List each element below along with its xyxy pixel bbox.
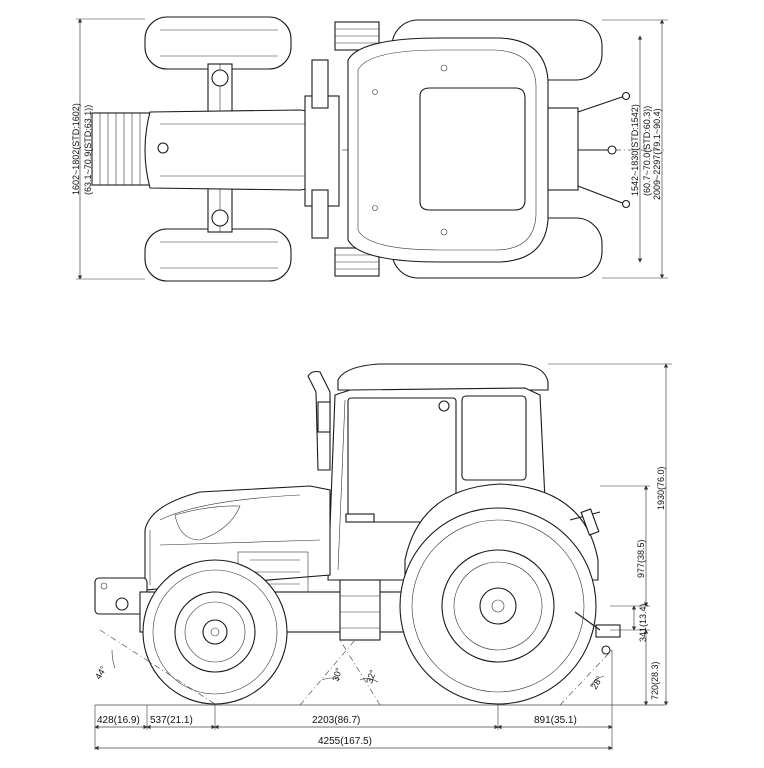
side-view: 44° 30° 32° 28° 1930(76.0) 977(38.5) 341… [93, 363, 672, 751]
angle-front-label: 44° [93, 664, 109, 681]
rear-hitch-side [569, 508, 621, 655]
rear-wheel-side [399, 507, 597, 705]
front-left-wheel-top [144, 16, 292, 70]
overall-length-label: 4255(167.5) [318, 736, 372, 747]
angle-mid-left-label: 30° [330, 666, 344, 682]
ground-clearance-label: 720(28.3) [650, 661, 660, 700]
rear-track-label: 1542~1830(STD:1542) [630, 104, 640, 196]
rear-track-inch-label: (60.7~70.0(STD:60.3)) [642, 106, 652, 196]
drawbar-height-label: 341(13.4) [638, 603, 648, 642]
front-axle-offset-label: 537(21.1) [150, 715, 193, 726]
front-right-wheel-top [144, 228, 292, 282]
wheelbase-label: 2203(86.7) [312, 715, 360, 726]
rear-overhang-label: 891(35.1) [534, 715, 577, 726]
cab-roof-top [347, 37, 549, 263]
front-overhang-label: 428(16.9) [97, 715, 140, 726]
angle-mid-right-label: 32° [364, 668, 378, 684]
top-view: 1602~1802(STD:1602) (63.1~70.9(STD:63.1)… [71, 16, 668, 282]
axle-to-hitch-label: 977(38.5) [636, 539, 646, 578]
front-weight-side [94, 577, 148, 615]
front-wheel-side [142, 559, 288, 705]
overall-width-label: 2009~2297(79.1~90.4) [652, 108, 662, 200]
front-weights-top [91, 112, 153, 186]
cab-side [327, 363, 549, 581]
front-track-label: 1602~1802(STD:1602) [71, 103, 81, 195]
overall-height-label: 1930(76.0) [656, 466, 666, 510]
bonnet-top [144, 109, 331, 191]
front-track-inch-label: (63.1~70.9(STD:63.1)) [83, 105, 93, 195]
rear-hitch-top [547, 91, 631, 209]
